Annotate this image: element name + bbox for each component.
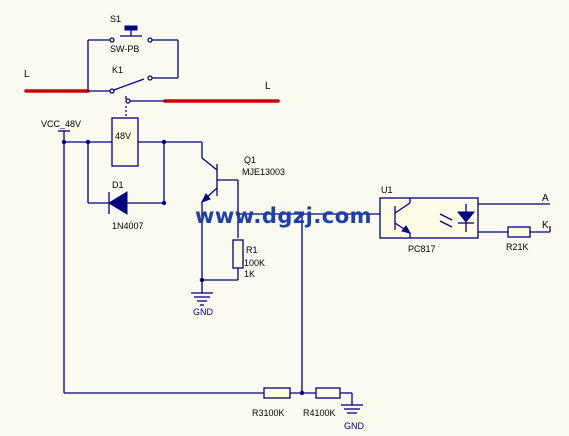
resistor-r1-extra: 1K xyxy=(244,269,255,279)
vcc-label: VCC_48V xyxy=(41,119,81,129)
optocoupler-ref: U1 xyxy=(381,185,393,195)
transistor-ref: Q1 xyxy=(244,155,256,165)
switch-s1: S1 SW-PB xyxy=(87,14,179,91)
relay-contact-k1: K1 xyxy=(88,65,179,104)
resistor-r1-value: 100K xyxy=(244,258,265,268)
relay-coil-k1: 48V xyxy=(111,117,139,167)
line-label-right: L xyxy=(265,81,271,92)
resistor-r4-label: R4100K xyxy=(303,408,336,418)
resistor-r3-label: R3100K xyxy=(252,408,285,418)
ground-symbol-1 xyxy=(191,292,213,306)
diode-value: 1N4007 xyxy=(112,221,144,231)
resistor-r2: R21K xyxy=(506,226,531,252)
transistor-q1: Q1 MJE13003 xyxy=(200,142,285,280)
watermark-text: www.dgzj.com xyxy=(195,204,372,228)
line-label-left: L xyxy=(24,69,30,80)
diode-ref: D1 xyxy=(112,180,124,190)
resistor-r1: R1 100K 1K xyxy=(232,239,265,280)
optocoupler-value: PC817 xyxy=(408,244,436,254)
resistor-r1-ref: R1 xyxy=(246,245,258,255)
switch-s1-ref: S1 xyxy=(110,14,121,24)
terminal-a-label: A xyxy=(542,193,549,204)
terminal-k-label: K xyxy=(542,220,549,231)
transistor-value: MJE13003 xyxy=(242,167,285,177)
ground-label-2: GND xyxy=(344,421,365,431)
optocoupler-u1: U1 PC817 xyxy=(379,185,479,254)
switch-s1-value: SW-PB xyxy=(110,44,139,54)
relay-contact-ref: K1 xyxy=(112,65,123,75)
relay-coil-voltage: 48V xyxy=(115,131,131,141)
ground-symbol-2 xyxy=(341,404,363,414)
resistor-r2-label: R21K xyxy=(506,242,529,252)
diode-d1: D1 1N4007 xyxy=(87,142,164,231)
ground-label-1: GND xyxy=(193,307,214,317)
